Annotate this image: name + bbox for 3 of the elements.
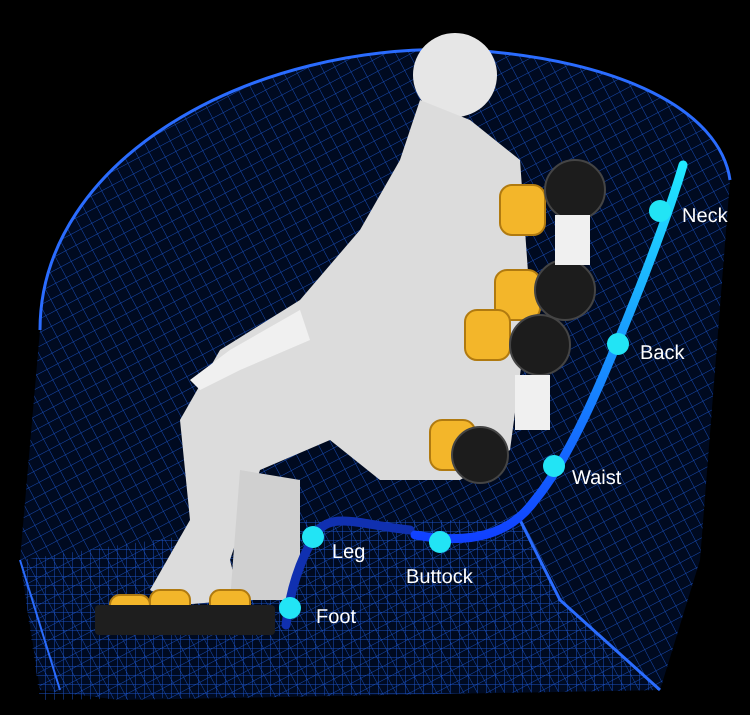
part-label: Neck [682, 205, 728, 228]
part-label: Back [640, 342, 684, 365]
part-label: Waist [572, 467, 622, 490]
